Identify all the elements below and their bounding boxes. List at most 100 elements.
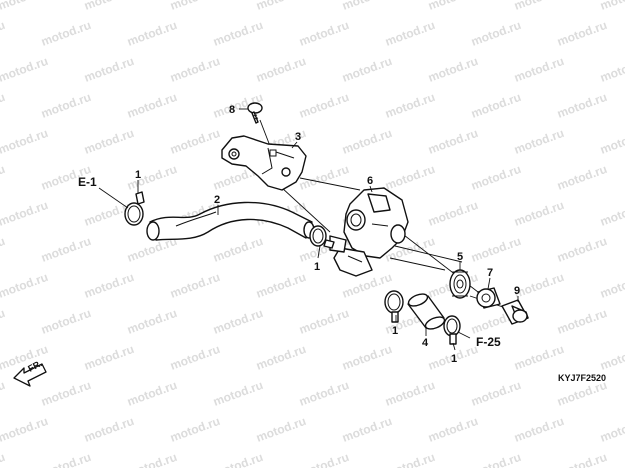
watermark-text: motod.ru <box>0 198 50 229</box>
watermark-text: motod.ru <box>598 414 625 445</box>
watermark-text: motod.ru <box>82 126 136 157</box>
watermark-text: motod.ru <box>512 342 566 373</box>
diagram-code: KYJ7F2520 <box>558 373 606 383</box>
watermark-text: motod.ru <box>598 0 625 13</box>
callout-1-upper: 1 <box>135 169 141 181</box>
watermark-text: motod.ru <box>598 126 625 157</box>
watermark-text: motod.ru <box>297 90 351 121</box>
watermark-text: motod.ru <box>426 126 480 157</box>
watermark-text: motod.ru <box>0 0 50 13</box>
watermark-text: motod.ru <box>0 450 7 468</box>
watermark-text: motod.ru <box>82 54 136 85</box>
watermark-text: motod.ru <box>297 378 351 409</box>
watermark-text: motod.ru <box>297 450 351 468</box>
watermark-text: motod.ru <box>254 342 308 373</box>
watermark-text: motod.ru <box>383 378 437 409</box>
watermark-text: motod.ru <box>0 234 7 265</box>
watermark-text: motod.ru <box>598 54 625 85</box>
watermark-text: motod.ru <box>254 0 308 13</box>
callout-5: 5 <box>457 251 463 263</box>
callout-6: 6 <box>367 175 373 187</box>
watermark-text: motod.ru <box>598 342 625 373</box>
grommet-part-5 <box>449 269 471 299</box>
watermark-text: motod.ru <box>125 162 179 193</box>
watermark-text: motod.ru <box>168 126 222 157</box>
watermark-text: motod.ru <box>125 378 179 409</box>
watermark-text: motod.ru <box>469 162 523 193</box>
watermark-text: motod.ru <box>555 162 609 193</box>
watermark-text: motod.ru <box>0 162 7 193</box>
watermark-text: motod.ru <box>555 306 609 337</box>
watermark-text: motod.ru <box>211 378 265 409</box>
watermark-text: motod.ru <box>469 378 523 409</box>
watermark-text: motod.ru <box>39 90 93 121</box>
watermark-text: motod.ru <box>254 270 308 301</box>
watermark-text: motod.ru <box>39 378 93 409</box>
valve-body-part-6 <box>329 187 409 277</box>
callout-8: 8 <box>229 104 235 116</box>
watermark-text: motod.ru <box>512 0 566 13</box>
watermark-text: motod.ru <box>125 306 179 337</box>
watermark-text: motod.ru <box>211 18 265 49</box>
callout-leaders <box>98 108 519 351</box>
watermark-text: motod.ru <box>512 414 566 445</box>
short-hose-part-4 <box>407 293 446 330</box>
watermark-text: motod.ru <box>0 270 50 301</box>
watermark-text: motod.ru <box>39 234 93 265</box>
watermark-text: motod.ru <box>555 234 609 265</box>
watermark-text: motod.ru <box>168 342 222 373</box>
watermark-text: motod.ru <box>168 414 222 445</box>
watermark-text: motod.ru <box>598 270 625 301</box>
watermark-text: motod.ru <box>254 54 308 85</box>
watermark-text: motod.ru <box>340 126 394 157</box>
watermark-text: motod.ru <box>383 90 437 121</box>
watermark-text: motod.ru <box>469 90 523 121</box>
watermark-text: motod.ru <box>39 450 93 468</box>
watermark-text: motod.ru <box>512 270 566 301</box>
watermark-text: motod.ru <box>82 0 136 13</box>
watermark-text: motod.ru <box>340 342 394 373</box>
watermark-text: motod.ru <box>0 90 7 121</box>
watermark-text: motod.ru <box>512 126 566 157</box>
watermark-text: motod.ru <box>254 414 308 445</box>
watermark-text: motod.ru <box>426 414 480 445</box>
watermark-text: motod.ru <box>0 54 50 85</box>
callout-1-mid: 1 <box>314 261 320 273</box>
collar-part-7 <box>476 287 501 309</box>
watermark-text: motod.ru <box>211 306 265 337</box>
watermark-text: motod.ru <box>0 378 7 409</box>
watermark-text: motod.ru <box>82 342 136 373</box>
callout-1-lower-left: 1 <box>392 325 398 337</box>
callout-4: 4 <box>422 337 429 349</box>
callout-7: 7 <box>487 267 493 279</box>
watermark-text: motod.ru <box>39 306 93 337</box>
watermark-text: motod.ru <box>340 54 394 85</box>
watermark-text: motod.ru <box>340 414 394 445</box>
hose-clip-part-1-lower-right <box>443 315 461 345</box>
watermark-text: motod.ru <box>469 234 523 265</box>
watermark-text: motod.ru <box>125 450 179 468</box>
watermark-text: motod.ru <box>211 450 265 468</box>
callout-3: 3 <box>295 131 301 143</box>
hose-clip-part-1-mid <box>309 225 335 249</box>
watermark-text: motod.ru <box>383 450 437 468</box>
watermark-text: motod.ru <box>598 198 625 229</box>
watermark-text: motod.ru <box>82 414 136 445</box>
watermark-text: motod.ru <box>168 270 222 301</box>
ref-f25-label: F-25 <box>476 335 501 349</box>
watermark-text: motod.ru <box>39 18 93 49</box>
watermark-text: motod.ru <box>0 306 7 337</box>
watermark-text: motod.ru <box>555 18 609 49</box>
watermark-text: motod.ru <box>340 0 394 13</box>
watermark-text: motod.ru <box>512 54 566 85</box>
watermark-text: motod.ru <box>168 54 222 85</box>
watermark-text: motod.ru <box>211 234 265 265</box>
watermark-text: motod.ru <box>125 18 179 49</box>
hose-clip-part-1-upper <box>124 191 145 226</box>
watermark-text: motod.ru <box>0 18 7 49</box>
callout-1-lower-right: 1 <box>451 353 457 365</box>
ref-e1-label: E-1 <box>78 175 97 189</box>
watermark-text: motod.ru <box>0 126 50 157</box>
hose-part-2 <box>146 201 315 241</box>
